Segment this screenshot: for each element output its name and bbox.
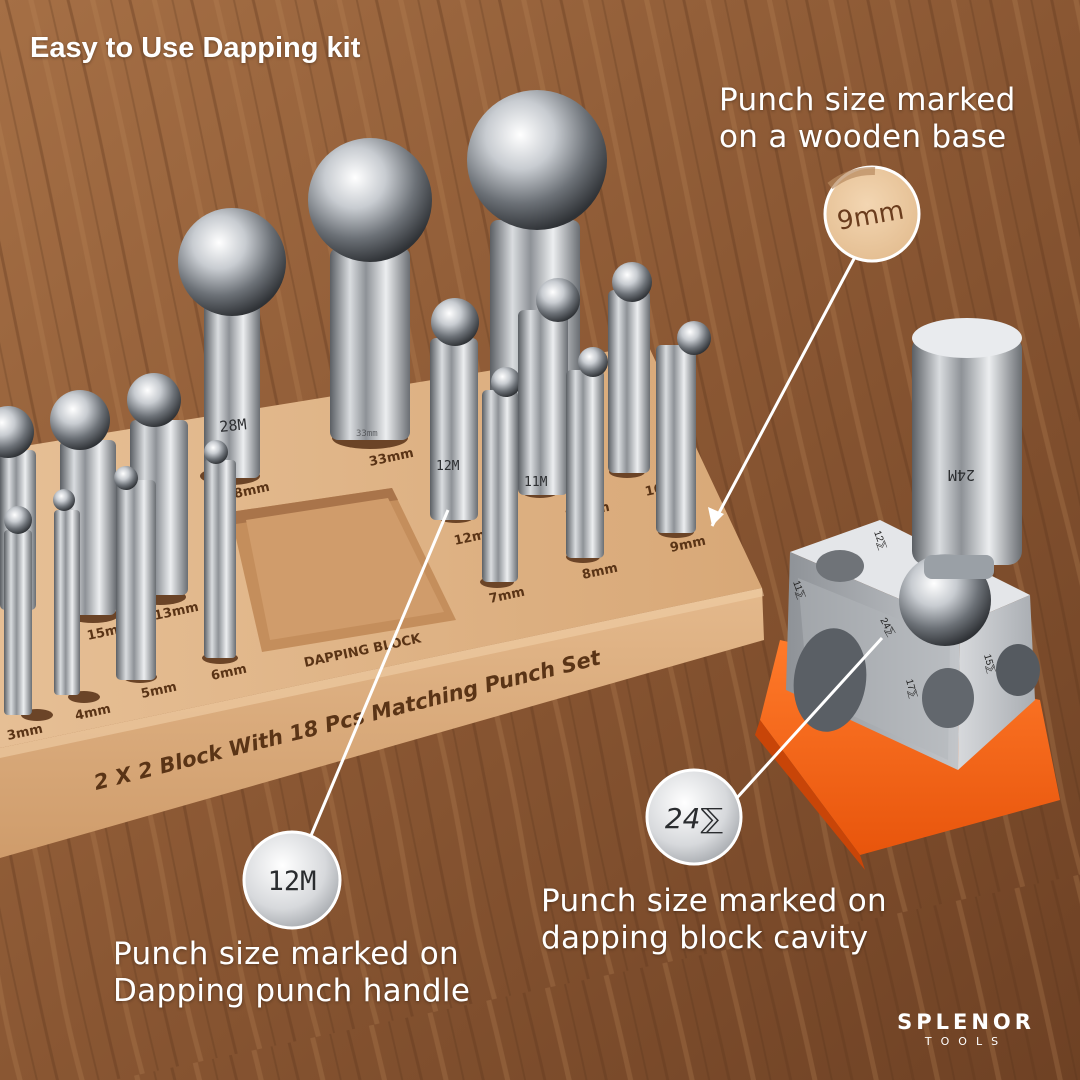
callout-cavity-line-1: Punch size marked on	[541, 883, 887, 919]
punch-marking-12m: 12M	[436, 459, 460, 474]
callout-handle-line-2: Dapping punch handle	[113, 973, 471, 1009]
size-label-4mm: 4mm	[74, 702, 112, 724]
zoom-bubble-cavity: 24⅀	[645, 768, 743, 866]
size-label-3mm: 3mm	[6, 722, 44, 744]
callout-base-line-2: on a wooden base	[719, 119, 1007, 155]
callout-handle-line-1: Punch size marked on	[113, 936, 459, 972]
zoom-text-24: 24⅀	[665, 802, 724, 835]
block-marking-15: 15⅀	[981, 653, 997, 674]
callout-handle-caption: Punch size marked on Dapping punch handl…	[113, 936, 470, 1010]
brand-logo: SPLENOR TOOLS	[876, 1010, 1056, 1048]
size-label-8mm: 8mm	[581, 561, 619, 583]
size-label-6mm: 6mm	[210, 662, 248, 684]
callout-base-line-1: Punch size marked	[719, 82, 1016, 118]
punch-marking-11m: 11M	[524, 475, 548, 490]
dapping-cube-set: 11⅀ 12⅀ 15⅀ 17⅀ 24⅀ 24M	[755, 318, 1060, 870]
brand-subtitle: TOOLS	[924, 1035, 1008, 1048]
size-label-7mm: 7mm	[488, 585, 526, 607]
headline: Easy to Use Dapping kit	[30, 32, 361, 64]
callout-leader-lines	[308, 254, 884, 839]
zoom-bubble-base: 9mm	[823, 165, 921, 263]
callout-base-caption: Punch size marked on a wooden base	[719, 82, 1016, 156]
zoom-bubble-handle: 12M	[242, 830, 342, 930]
block-marking-17: 17⅀	[903, 678, 919, 699]
size-label-9mm: 9mm	[669, 534, 707, 556]
small-punches: 12M 11M	[0, 262, 711, 715]
punch-marking-28m: 28M	[219, 415, 248, 436]
size-label-5mm: 5mm	[140, 680, 178, 702]
wooden-punch-base	[0, 345, 764, 858]
brand-name: SPLENOR	[897, 1010, 1035, 1034]
punch-marking-33: 33mm	[356, 429, 378, 439]
zoom-text-12m: 12M	[268, 866, 317, 897]
callout-cavity-line-2: dapping block cavity	[541, 920, 869, 956]
callout-cavity-caption: Punch size marked on dapping block cavit…	[541, 883, 887, 957]
punch-marking-24m: 24M	[948, 466, 975, 484]
